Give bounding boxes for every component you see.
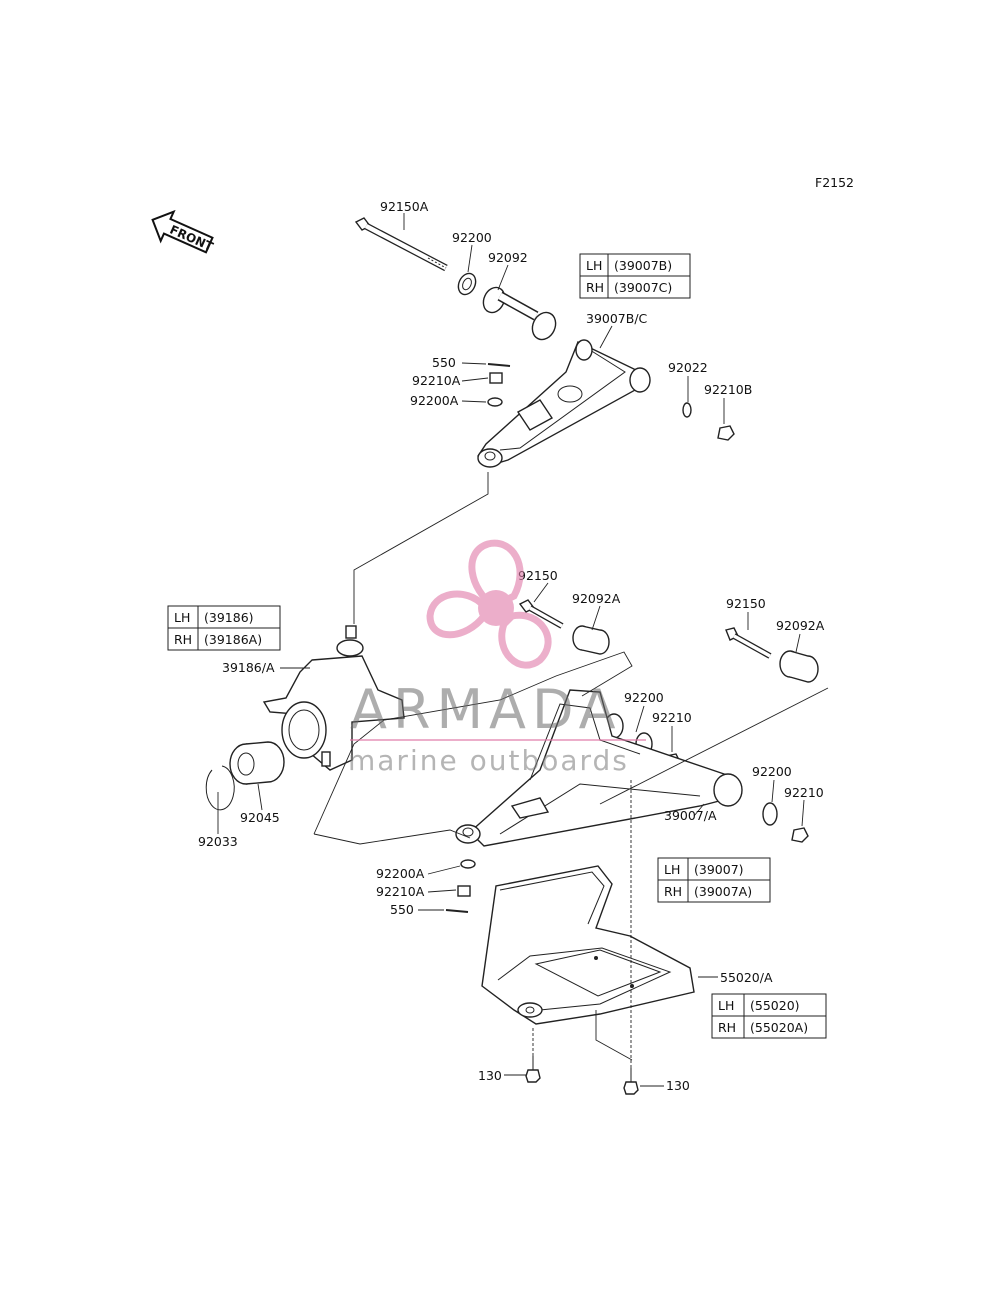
table-part: (39186A) (204, 632, 262, 647)
table-side: RH (174, 632, 192, 647)
bolt-92150-right (725, 627, 772, 659)
label-92200a-top: 92200A (410, 393, 459, 408)
table-upper-arm: LH (39007B) RH (39007C) (579, 253, 691, 299)
table-part: (39007) (694, 862, 744, 877)
snap-ring-92033 (205, 765, 235, 811)
upper-a-arm (477, 339, 651, 468)
nut-92210b (717, 425, 735, 441)
bolt-92150-mid (518, 599, 564, 629)
label-550-top: 550 (432, 355, 456, 370)
table-part: (55020A) (750, 1020, 808, 1035)
steering-knuckle (262, 625, 405, 771)
washer-92200a-low (460, 859, 476, 869)
bushing-92092a-right (779, 650, 819, 683)
label-92092a-right: 92092A (776, 618, 825, 633)
nut-92210a-top (489, 372, 503, 384)
watermark-logo (426, 539, 552, 669)
label-92200-mid: 92200 (624, 690, 664, 705)
label-92150a: 92150A (380, 199, 429, 214)
label-92200-top: 92200 (452, 230, 492, 245)
label-92092a-mid: 92092A (572, 591, 621, 606)
label-92210-mid: 92210 (652, 710, 692, 725)
nut-92210-right (791, 827, 809, 843)
table-part: (39007A) (694, 884, 752, 899)
label-130-left: 130 (478, 1068, 502, 1083)
label-92150-right: 92150 (726, 596, 766, 611)
washer-92200-right (762, 802, 778, 826)
label-92210-right: 92210 (784, 785, 824, 800)
label-92033: 92033 (198, 834, 238, 849)
label-92200a-low: 92200A (376, 866, 425, 881)
table-part: (55020) (750, 998, 800, 1013)
label-39186a: 39186/A (222, 660, 275, 675)
label-92150-mid: 92150 (518, 568, 558, 583)
label-92022: 92022 (668, 360, 708, 375)
label-550-low: 550 (390, 902, 414, 917)
cotter-pin-550-top (487, 363, 511, 367)
watermark-tagline: marine outboards (348, 744, 629, 777)
label-92210a-top: 92210A (412, 373, 461, 388)
label-92210a-low: 92210A (376, 884, 425, 899)
bearing-92045 (229, 741, 285, 785)
table-part: (39186) (204, 610, 254, 625)
figure-id: F2152 (815, 175, 854, 190)
table-side: LH (718, 998, 734, 1013)
label-130-right: 130 (666, 1078, 690, 1093)
bolt-130-right (623, 1068, 639, 1095)
lower-a-arm (455, 689, 743, 847)
label-39007bc: 39007B/C (586, 311, 648, 326)
table-side: LH (174, 610, 190, 625)
bushing-92092 (482, 286, 557, 341)
table-guard: LH (55020) RH (55020A) (711, 993, 827, 1039)
label-92045: 92045 (240, 810, 280, 825)
label-39007a: 39007/A (664, 808, 717, 823)
skid-guard-55020 (481, 865, 695, 1025)
watermark-brand: ARMADA (350, 678, 622, 741)
table-side: LH (664, 862, 680, 877)
front-arrow-icon: FRONT (151, 209, 216, 254)
bolt-92150a (354, 217, 448, 272)
bolt-130-left (525, 1056, 541, 1083)
table-lower-arm: LH (39007) RH (39007A) (657, 857, 771, 903)
washer-92200a-top (487, 397, 503, 407)
table-side: RH (586, 280, 604, 295)
label-92210b: 92210B (704, 382, 752, 397)
label-55020a: 55020/A (720, 970, 773, 985)
table-part: (39007B) (614, 258, 672, 273)
table-side: RH (718, 1020, 736, 1035)
label-92092: 92092 (488, 250, 528, 265)
washer-92200-top (457, 272, 477, 296)
table-knuckle: LH (39186) RH (39186A) (167, 605, 281, 651)
front-label: FRONT (168, 222, 216, 254)
nut-92210a-low (457, 885, 471, 897)
table-side: RH (664, 884, 682, 899)
label-92200-right: 92200 (752, 764, 792, 779)
washer-92022 (682, 402, 692, 418)
table-part: (39007C) (614, 280, 672, 295)
bushing-92092a-mid (572, 625, 610, 655)
cotter-pin-550-low (445, 909, 469, 913)
propeller-logo-icon (426, 539, 552, 669)
table-side: LH (586, 258, 602, 273)
